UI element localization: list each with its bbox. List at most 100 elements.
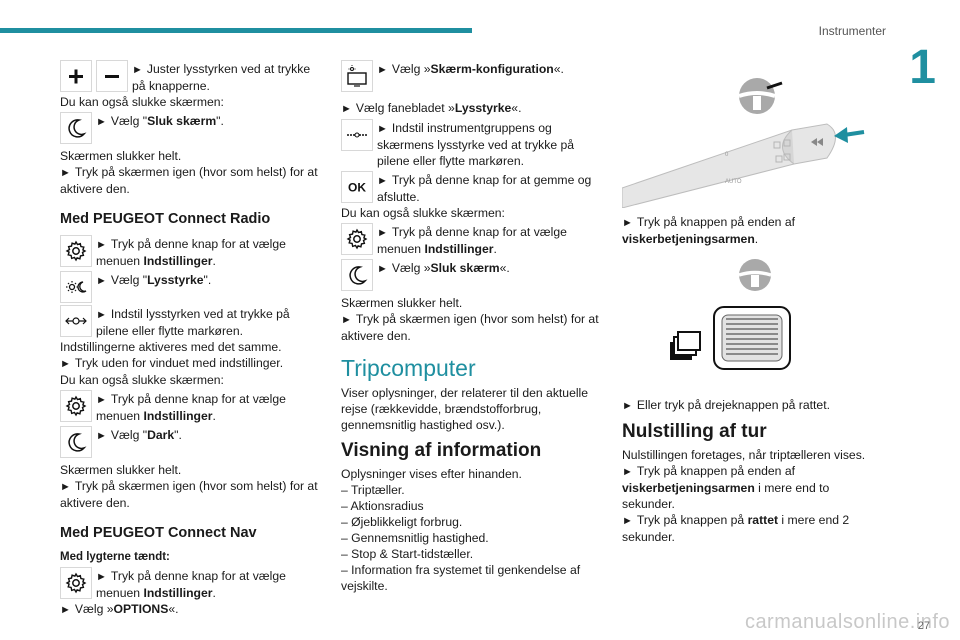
options-label: OPTIONS (113, 602, 169, 616)
off-text-1: Skærmen slukker helt. (60, 149, 182, 163)
sluk-label: Sluk skærm (430, 261, 500, 275)
also-off-text-3: Du kan også slukke skærmen: (341, 206, 505, 220)
thumbwheel-icon (713, 306, 791, 370)
gear-icon (341, 223, 373, 255)
brightness-icon (60, 271, 92, 303)
list-item: – Information fra systemet til genkendel… (341, 563, 581, 593)
text: Tryk på knappen på (636, 513, 748, 527)
bullet: ► (377, 123, 388, 135)
adjust-row: ►Indstil instrumentgruppens og skærmens … (341, 119, 603, 169)
text: i mere end 2 sekunder. (622, 513, 850, 544)
reset-heading: Nulstilling af tur (622, 421, 767, 442)
tap-outside-text: ►Tryk uden for vinduet med indstillinger… (60, 355, 322, 372)
wheel-thumbwheel-illustration (670, 259, 791, 370)
bullet: ► (341, 314, 352, 326)
display-heading: Visning af information (341, 440, 542, 461)
text: «. (499, 261, 510, 275)
text: Eller tryk på drejeknappen på rattet. (636, 398, 830, 412)
nav-lights-text: Med lygterne tændt: (60, 551, 170, 563)
also-off-text-1: Du kan også slukke skærmen: (60, 95, 224, 109)
tripcomputer-heading: Tripcomputer (341, 355, 476, 381)
bullet: ► (96, 239, 107, 251)
bullet: ► (96, 430, 107, 442)
text: Vælg " (110, 114, 148, 128)
pointer-arrow-icon (834, 127, 865, 143)
settings-label: Indstillinger (143, 586, 213, 600)
text: Vælg " (110, 428, 148, 442)
dotted-slider-icon (341, 119, 373, 151)
tab-text: ►Vælg fanebladet »Lysstyrke«. (341, 100, 603, 117)
slider-arrows-icon (60, 305, 92, 337)
stalk-label-auto: AUTO (725, 179, 742, 185)
text: ". (203, 273, 212, 287)
list-item: – Aktionsradius (341, 499, 424, 513)
off-text-3: Skærmen slukker helt. (341, 296, 463, 310)
bullet: ► (96, 309, 107, 321)
list-item: – Stop & Start-tidstæller. (341, 547, 474, 561)
stalk-label: viskerbetjeningsarmen (622, 481, 755, 495)
minus-icon (96, 60, 128, 92)
ok-icon: OK (341, 171, 373, 203)
column-3: 0 AUTO ►Tryk på knappen på enden af visk… (622, 58, 884, 545)
off-text-2: Skærmen slukker helt. (60, 463, 182, 477)
moon-icon (341, 259, 373, 291)
bullet: ► (96, 571, 107, 583)
wheel-text: ►Eller tryk på drejeknappen på rattet. (622, 397, 884, 414)
section-title: Instrumenter (818, 24, 886, 38)
stalk-label: viskerbetjeningsarmen (622, 232, 755, 246)
bullet: ► (622, 466, 633, 478)
reset-desc: Nulstillingen foretages, når triptællere… (622, 448, 866, 462)
text: Tryk på denne knap for at vælge menuen (96, 237, 286, 268)
text: Indstil lysstyrken ved at trykke på pile… (96, 307, 290, 338)
column-1: ►Juster lysstyrken ved at trykke på knap… (60, 58, 322, 618)
bullet: ► (132, 64, 143, 76)
bullet: ► (377, 263, 388, 275)
reset-step-1: ►Tryk på knappen på enden af viskerbetje… (622, 463, 884, 512)
text: «. (511, 101, 522, 115)
steering-wheel-icon (738, 78, 783, 114)
moon-icon (60, 426, 92, 458)
nav-heading: Med PEUGEOT Connect Nav (60, 525, 257, 541)
watermark: carmanualsonline.info (744, 611, 950, 633)
brightness-buttons-text: Juster lysstyrken ved at trykke på knapp… (132, 62, 311, 93)
text: Tryk på knappen på enden af (636, 464, 795, 478)
lysstyrke-label: Lysstyrke (147, 273, 204, 287)
settings-label: Indstillinger (424, 242, 494, 256)
list-item: – Triptæller. (341, 483, 405, 497)
radio-arrows-row: ►Indstil lysstyrken ved at trykke på pil… (60, 305, 322, 339)
tap-text-2: ►Tryk på skærmen igen (hvor som helst) f… (60, 478, 322, 511)
text: ". (174, 428, 182, 442)
info-list: – Triptæller. – Aktionsradius – Øjeblikk… (341, 482, 603, 594)
display-desc: Oplysninger vises efter hinanden. (341, 467, 522, 481)
text: Vælg fanebladet » (355, 101, 455, 115)
window-stack-icon (670, 331, 701, 360)
text: Tryk på skærmen igen (hvor som helst) fo… (60, 479, 318, 510)
list-item: – Øjeblikkeligt forbrug. (341, 515, 463, 529)
stalk-text: ►Tryk på knappen på enden af viskerbetje… (622, 214, 884, 247)
tripcomputer-desc: Viser oplysninger, der relaterer til den… (341, 386, 589, 432)
bullet: ► (60, 481, 71, 493)
text: Vælg » (74, 602, 114, 616)
column-2: ►Vælg »Skærm-konfiguration«. ►Vælg faneb… (341, 58, 603, 594)
bullet: ► (60, 604, 71, 616)
bullet: ► (622, 515, 633, 527)
bullet: ► (60, 167, 71, 179)
dark-row: ►Vælg "Dark". (60, 426, 322, 458)
list-item: – Gennemsnitlig hastighed. (341, 531, 489, 545)
text: Tryk på denne knap for at vælge menuen (96, 569, 286, 600)
text: . (754, 232, 759, 246)
ok-row: OK ►Tryk på denne knap for at gemme og a… (341, 171, 603, 205)
settings-label: Indstillinger (143, 409, 213, 423)
sluk-label: Sluk skærm (147, 114, 217, 128)
text: Tryk på denne knap for at vælge menuen (377, 225, 567, 256)
plus-icon (60, 60, 92, 92)
moon-icon (60, 112, 92, 144)
gear-icon (60, 390, 92, 422)
lysstyrke-tab-label: Lysstyrke (454, 101, 512, 115)
gear-icon (60, 235, 92, 267)
wiper-stalk-illustration: 0 AUTO (622, 78, 865, 208)
bullet: ► (622, 400, 633, 412)
settings-label: Indstillinger (143, 254, 213, 268)
radio-lysstyrke-row: ►Vælg "Lysstyrke". (60, 271, 322, 303)
header-accent-bar (0, 28, 472, 33)
